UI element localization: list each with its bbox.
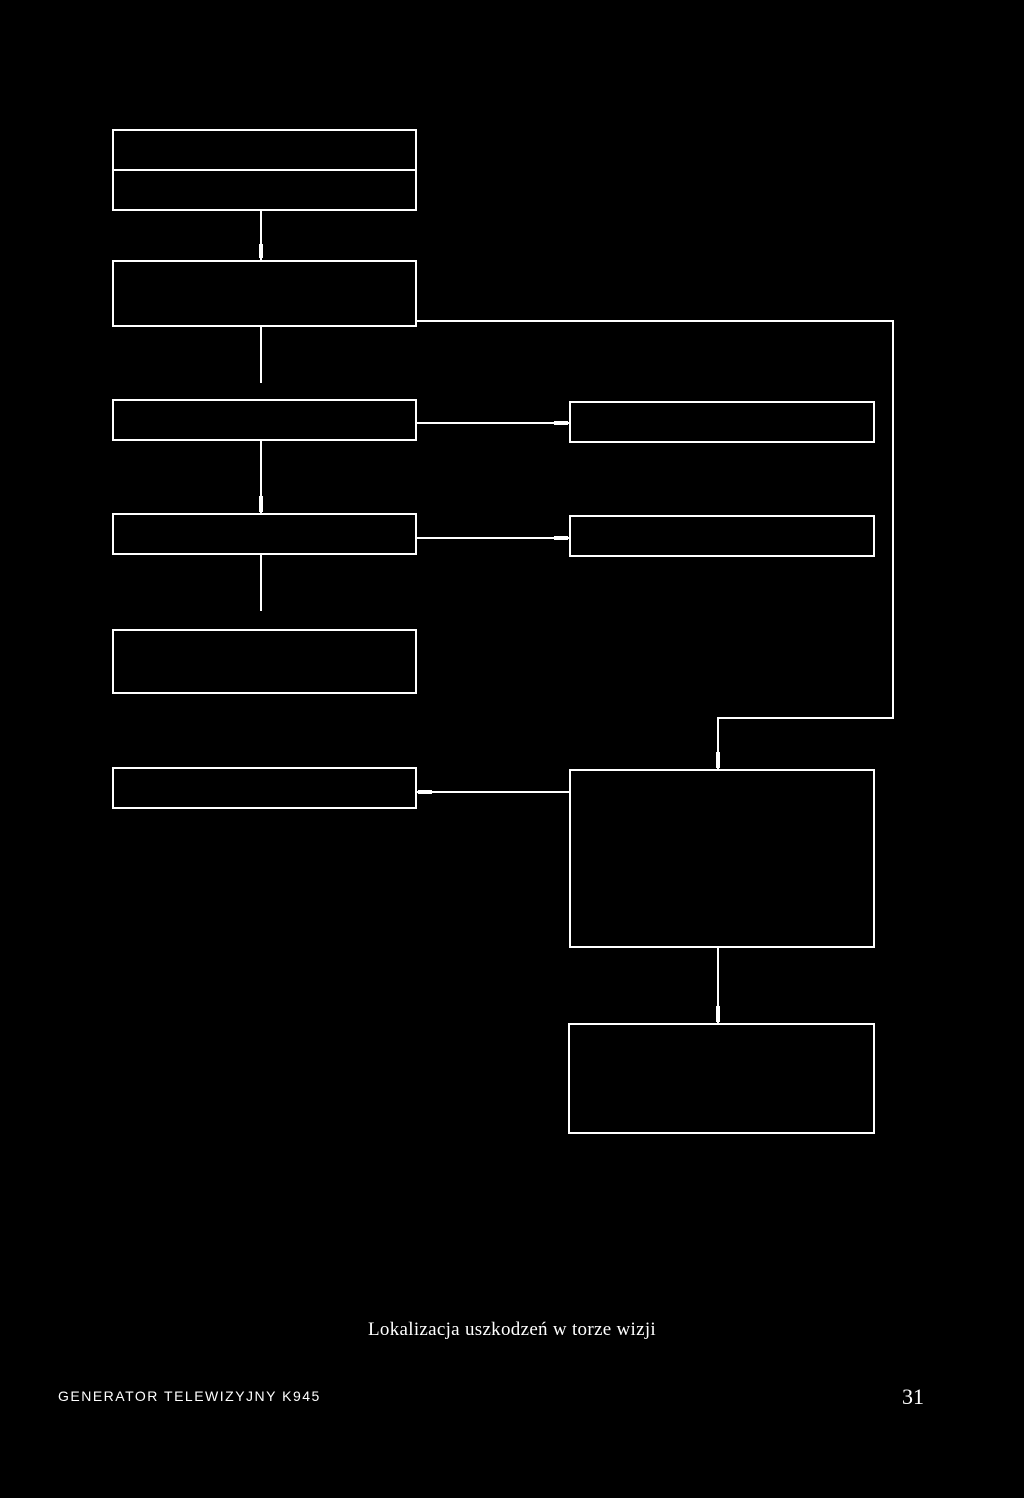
junction-mark bbox=[554, 421, 568, 425]
junction-mark bbox=[716, 752, 720, 768]
block-5 bbox=[112, 629, 417, 694]
block-10 bbox=[568, 1023, 875, 1134]
footer-title: GENERATOR TELEWIZYJNY K945 bbox=[58, 1388, 321, 1404]
block-8 bbox=[569, 515, 875, 557]
block-7 bbox=[569, 401, 875, 443]
junction-mark bbox=[259, 496, 263, 512]
connector-2-9 bbox=[416, 320, 894, 770]
figure-caption: Lokalizacja uszkodzeń w torze wizji bbox=[368, 1319, 656, 1340]
block-3 bbox=[112, 399, 417, 441]
page-number: 31 bbox=[902, 1384, 924, 1409]
junction-mark bbox=[418, 790, 432, 794]
block-2 bbox=[112, 260, 417, 327]
block-9 bbox=[569, 769, 875, 948]
block-6 bbox=[112, 767, 417, 809]
block-4 bbox=[112, 513, 417, 555]
junction-mark bbox=[554, 536, 568, 540]
junction-mark bbox=[716, 1006, 720, 1022]
junction-mark bbox=[259, 244, 263, 258]
